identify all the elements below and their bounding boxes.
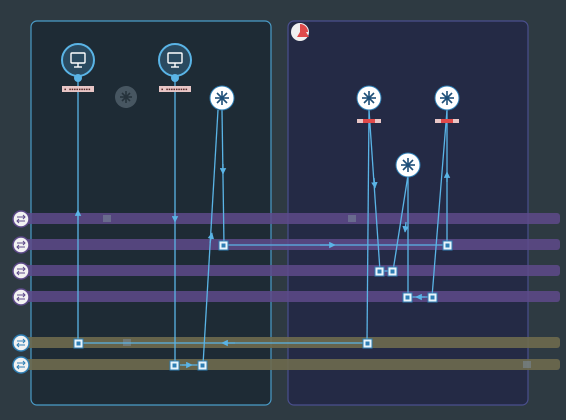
port[interactable]	[442, 240, 453, 251]
router-snowflake-icon	[440, 91, 454, 105]
workstation-label: ▪ ▪▪▪▪▪▪▪▪▪	[64, 87, 91, 92]
port[interactable]	[169, 360, 180, 371]
active-ports	[73, 240, 453, 371]
port[interactable]	[402, 292, 413, 303]
router-left[interactable]	[209, 85, 235, 111]
port[interactable]	[362, 338, 373, 349]
router-snowflake-icon	[362, 91, 376, 105]
bus-1[interactable]	[20, 213, 560, 224]
bus-4[interactable]	[20, 291, 560, 302]
router-right-b[interactable]	[434, 85, 460, 123]
router-inactive[interactable]	[115, 86, 137, 108]
bus-6[interactable]	[20, 359, 560, 370]
workstation-2[interactable]: ▪ ▪▪▪▪▪▪▪▪▪	[158, 43, 192, 92]
bus-3[interactable]	[20, 265, 560, 276]
link-arrows	[74, 164, 451, 369]
port[interactable]	[73, 338, 84, 349]
network-switch-icon[interactable]	[12, 356, 30, 374]
bus-lanes	[20, 213, 560, 370]
port[interactable]	[387, 266, 398, 277]
port[interactable]	[427, 292, 438, 303]
router-snowflake-icon	[120, 91, 132, 103]
workstation-label: ▪ ▪▪▪▪▪▪▪▪▪	[161, 87, 188, 92]
router-snowflake-icon	[215, 91, 229, 105]
network-switch-icon[interactable]	[12, 262, 30, 280]
network-switch-icon[interactable]	[12, 288, 30, 306]
router-right-c[interactable]	[395, 152, 421, 178]
network-switch-icon[interactable]	[12, 236, 30, 254]
router-snowflake-icon	[401, 158, 415, 172]
network-switch-icon[interactable]	[12, 210, 30, 228]
port[interactable]	[197, 360, 208, 371]
network-switch-icon[interactable]	[12, 334, 30, 352]
workstation-1[interactable]: ▪ ▪▪▪▪▪▪▪▪▪	[61, 43, 95, 92]
router-right-a[interactable]	[356, 85, 382, 123]
monitor-icon	[167, 52, 183, 68]
port[interactable]	[374, 266, 385, 277]
monitor-icon	[70, 52, 86, 68]
port[interactable]	[218, 240, 229, 251]
alert-icon[interactable]	[291, 23, 309, 41]
bus-endpoints	[12, 210, 30, 374]
